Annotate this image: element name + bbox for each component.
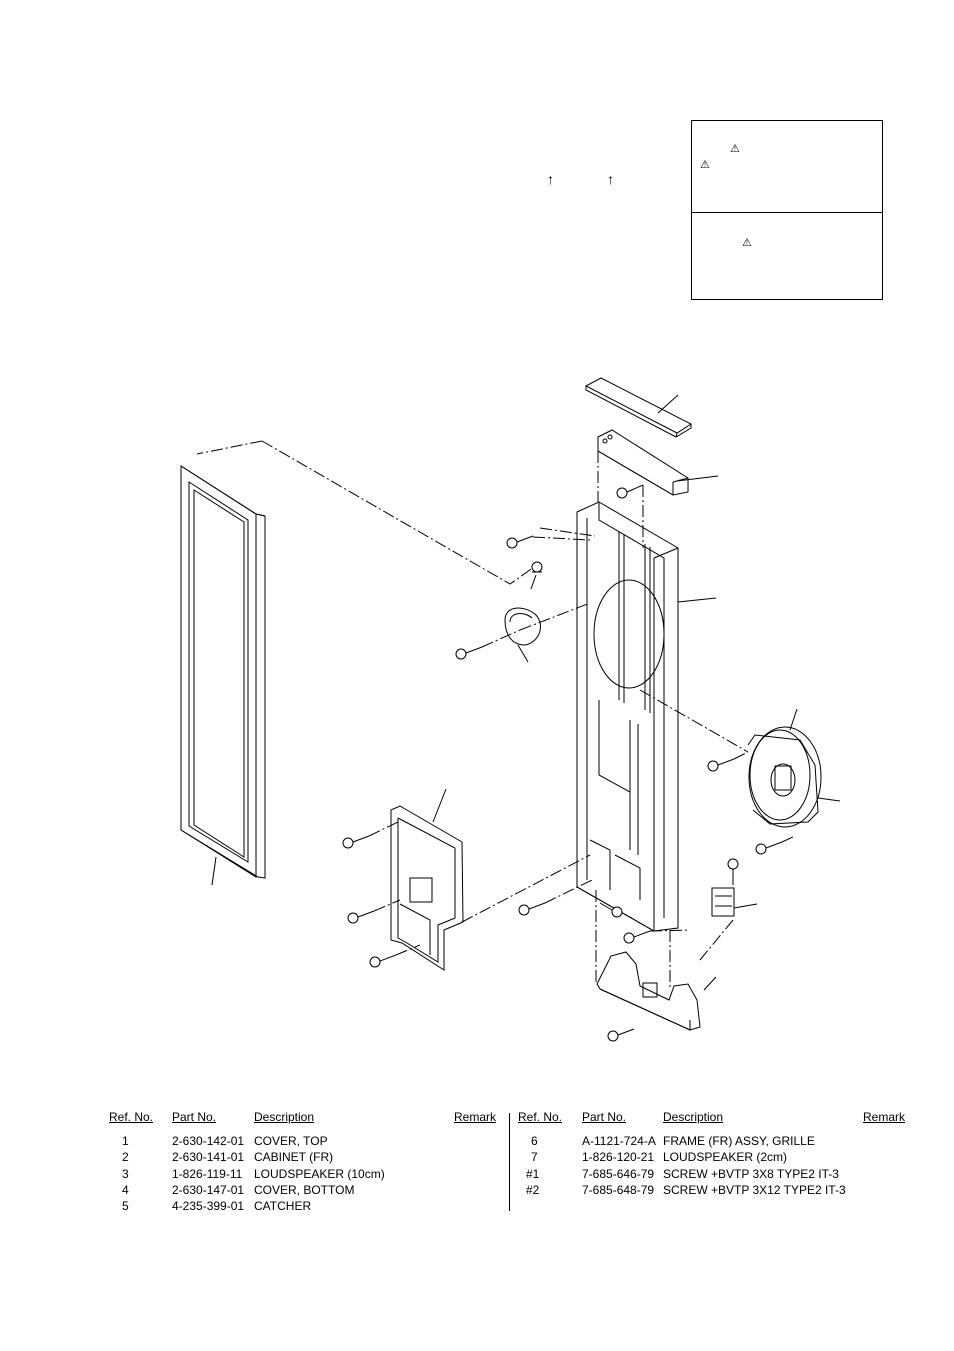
- part-cell: A-1121-724-A: [582, 1134, 656, 1148]
- header-description: Description: [663, 1110, 724, 1124]
- header-description: Description: [254, 1110, 315, 1124]
- part-cell: 2-630-142-01: [172, 1134, 245, 1148]
- ref-cell: 2: [122, 1150, 129, 1164]
- cabinet-part: [576, 501, 717, 932]
- warning-triangle-icon: ⚠: [730, 143, 740, 155]
- header-ref-no: Ref. No.: [518, 1110, 563, 1124]
- exploded-view-diagram: [180, 377, 841, 1042]
- desc-cell: LOUDSPEAKER (10cm): [254, 1167, 385, 1181]
- desc-cell: CATCHER: [254, 1199, 312, 1213]
- table-column-divider: [509, 1113, 510, 1211]
- header-ref-no: Ref. No.: [109, 1110, 154, 1124]
- top-bracket-part: [597, 429, 719, 496]
- warning-triangle-icon: ⚠: [700, 159, 710, 171]
- notice-divider: [692, 212, 882, 213]
- desc-cell: LOUDSPEAKER (2cm): [663, 1150, 788, 1164]
- part-cell: 7-685-646-79: [582, 1167, 655, 1181]
- terminal-bracket-part: [711, 887, 758, 917]
- header-remark: Remark: [454, 1110, 497, 1124]
- ref-cell: #1: [526, 1167, 540, 1181]
- part-cell: 4-235-399-01: [172, 1199, 245, 1213]
- ref-cell: 6: [531, 1134, 538, 1148]
- header-remark: Remark: [863, 1110, 906, 1124]
- part-cell: 2-630-141-01: [172, 1150, 245, 1164]
- desc-cell: SCREW +BVTP 3X12 TYPE2 IT-3: [663, 1183, 846, 1197]
- grille-frame-part: [180, 465, 266, 886]
- desc-cell: FRAME (FR) ASSY, GRILLE: [663, 1134, 815, 1148]
- part-cell: 2-630-147-01: [172, 1183, 245, 1197]
- assembly-guide-lines: [368, 451, 796, 990]
- part-cell: 1-826-120-21: [582, 1150, 655, 1164]
- header-part-no: Part No.: [172, 1110, 217, 1124]
- desc-cell: SCREW +BVTP 3X8 TYPE2 IT-3: [663, 1167, 839, 1181]
- tweeter-part: [504, 607, 541, 663]
- ref-cell: 1: [122, 1134, 129, 1148]
- desc-cell: CABINET (FR): [254, 1150, 334, 1164]
- ref-cell: #2: [526, 1183, 540, 1197]
- safety-notice-box: ⚠ ⚠ ⚠: [691, 120, 883, 300]
- part-cell: 7-685-648-79: [582, 1183, 655, 1197]
- ref-cell: 4: [122, 1183, 129, 1197]
- warning-triangle-icon: ⚠: [742, 237, 752, 249]
- ref-cell: 5: [122, 1199, 129, 1213]
- screw-set: [342, 484, 783, 1042]
- ref-cell: 3: [122, 1167, 129, 1181]
- up-arrow-icon: ↑: [607, 171, 614, 187]
- ref-cell: 7: [531, 1150, 538, 1164]
- woofer-part: [747, 708, 841, 828]
- bottom-stand-part: [596, 951, 717, 1031]
- header-part-no: Part No.: [582, 1110, 627, 1124]
- desc-cell: COVER, BOTTOM: [254, 1183, 355, 1197]
- desc-cell: COVER, TOP: [254, 1134, 328, 1148]
- catcher-part: [530, 561, 543, 590]
- cover-top-part: [584, 377, 693, 438]
- part-cell: 1-826-119-11: [172, 1167, 243, 1181]
- cover-bottom-part: [390, 788, 464, 971]
- up-arrow-icon: ↑: [547, 171, 554, 187]
